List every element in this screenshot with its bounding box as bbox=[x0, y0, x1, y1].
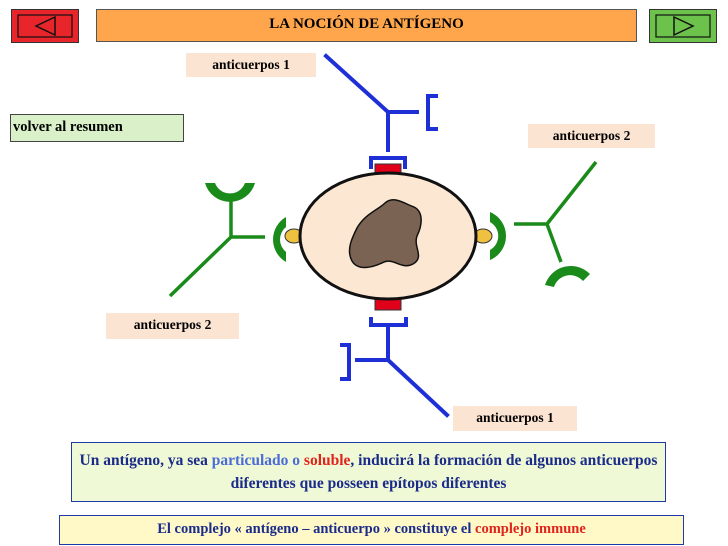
info-box-complex: El complejo « antígeno – anticuerpo » co… bbox=[59, 515, 684, 545]
antibody-2-left-arm-top bbox=[205, 183, 255, 202]
label-anticuerpos-1-top: anticuerpos 1 bbox=[186, 53, 316, 77]
next-button[interactable] bbox=[649, 9, 717, 43]
antibody-2-left bbox=[168, 200, 265, 298]
previous-button[interactable] bbox=[11, 9, 79, 43]
info2-highlight: complejo immune bbox=[475, 521, 586, 537]
back-to-summary-button[interactable]: volver al resumen bbox=[10, 114, 184, 142]
antibody-1-bottom bbox=[340, 317, 450, 418]
antibody-2-right-arm-bottom bbox=[545, 265, 590, 287]
antibody-2-left-arm-side bbox=[273, 217, 286, 262]
page-title-text: LA NOCIÓN DE ANTÍGENO bbox=[269, 16, 464, 32]
antigen-core bbox=[348, 199, 422, 269]
antibody-2-right-arm-side bbox=[490, 212, 506, 260]
info-box-antigen: Un antígeno, ya sea particulado o solubl… bbox=[71, 442, 666, 502]
info1-soluble: soluble bbox=[303, 452, 351, 469]
page-title: LA NOCIÓN DE ANTÍGENO bbox=[96, 9, 637, 42]
antibody-1-top bbox=[323, 53, 438, 169]
info1-text-1: Un antígeno, ya sea bbox=[79, 452, 212, 469]
label-anticuerpos-2-top: anticuerpos 2 bbox=[528, 124, 655, 148]
info2-text: El complejo « antígeno – anticuerpo » co… bbox=[157, 521, 476, 537]
label-anticuerpos-2-bottom: anticuerpos 2 bbox=[106, 313, 239, 339]
antibody-2-right bbox=[514, 160, 598, 263]
arrow-left-icon bbox=[17, 14, 73, 38]
info1-text-2: , inducirá la formación de algunos antic… bbox=[230, 452, 658, 492]
label-anticuerpos-1-bottom: anticuerpos 1 bbox=[453, 406, 577, 431]
arrow-right-icon bbox=[655, 14, 711, 38]
info1-particulado: particulado o bbox=[211, 452, 304, 469]
